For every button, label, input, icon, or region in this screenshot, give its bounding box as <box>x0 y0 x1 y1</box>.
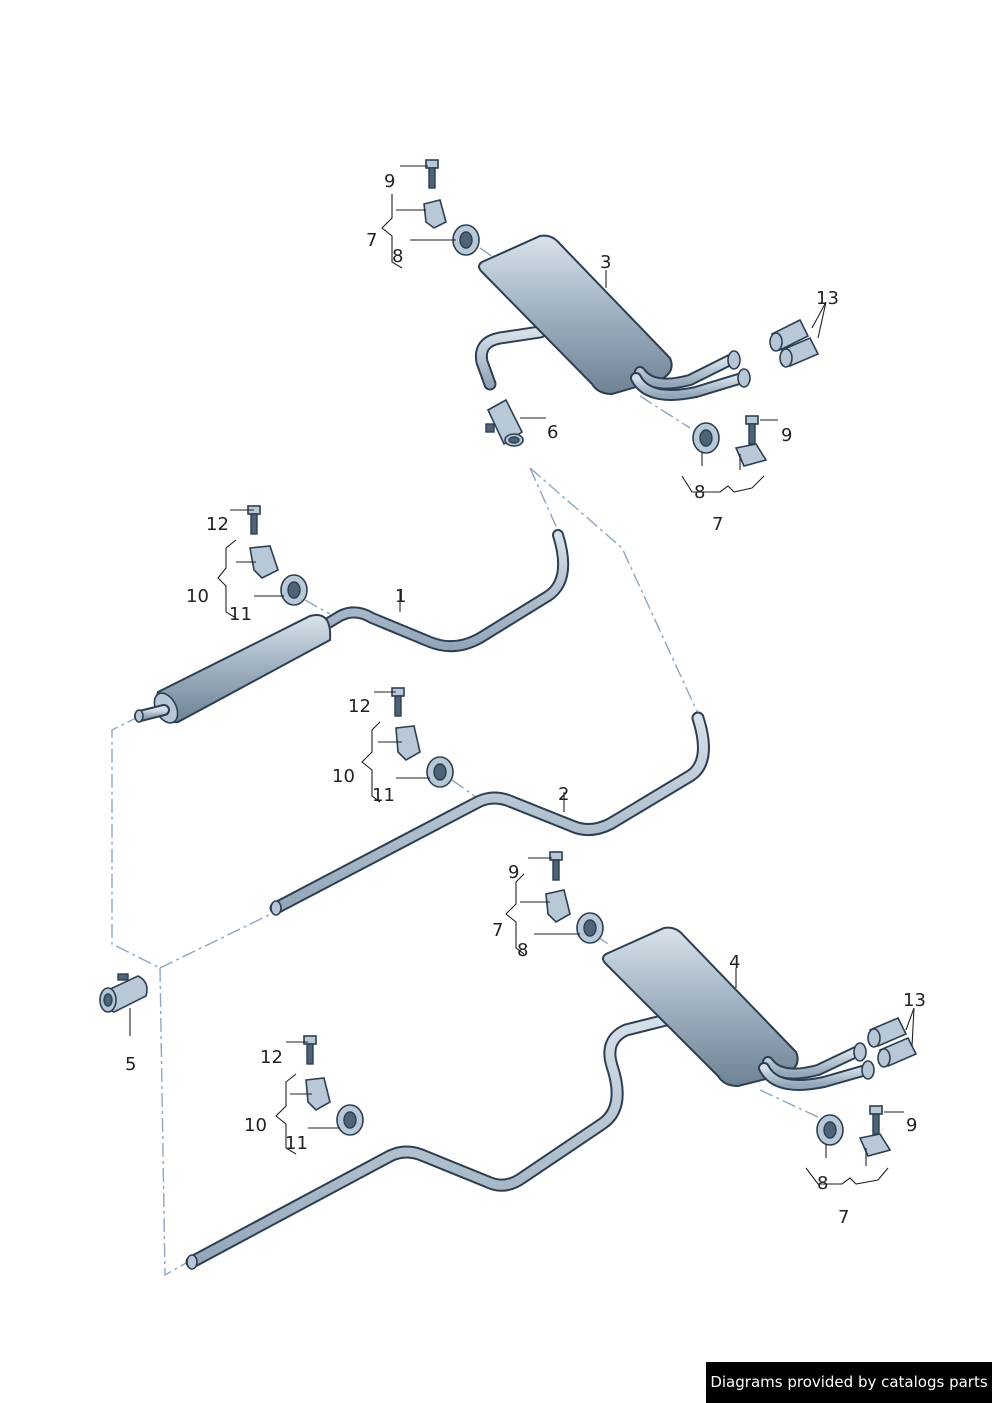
lower-rear-silencer <box>185 926 875 1270</box>
label-7-upper-right: 7 <box>712 514 723 535</box>
label-8-lower-right: 8 <box>817 1173 828 1194</box>
label-8-top: 8 <box>392 246 403 267</box>
label-4: 4 <box>729 952 740 973</box>
label-9-lower: 9 <box>508 862 519 883</box>
label-5: 5 <box>125 1054 136 1075</box>
bolts <box>247 159 883 1135</box>
assembly-lines <box>111 247 821 1277</box>
label-12-middle: 12 <box>348 696 371 717</box>
rubber-mounts <box>280 224 844 1146</box>
label-11-middle: 11 <box>372 785 395 806</box>
label-7-lower-right: 7 <box>838 1207 849 1228</box>
label-8-lower: 8 <box>517 940 528 961</box>
diagram-credit-banner: Diagrams provided by catalogs parts <box>706 1362 992 1403</box>
label-7-lower: 7 <box>492 920 503 941</box>
label-9-lower-right: 9 <box>906 1115 917 1136</box>
label-10-rear: 10 <box>244 1115 267 1136</box>
upper-rear-silencer <box>474 234 751 401</box>
label-10-front: 10 <box>186 586 209 607</box>
label-10-middle: 10 <box>332 766 355 787</box>
label-12-rear: 12 <box>260 1047 283 1068</box>
label-7-top: 7 <box>366 230 377 251</box>
label-2: 2 <box>558 784 569 805</box>
label-11-rear: 11 <box>285 1133 308 1154</box>
label-12-front: 12 <box>206 514 229 535</box>
clamp-6 <box>485 398 524 447</box>
label-8-upper-right: 8 <box>694 482 705 503</box>
tailpipe-trims <box>769 318 918 1068</box>
label-13-lower: 13 <box>903 990 926 1011</box>
label-11-front: 11 <box>229 604 252 625</box>
label-9-top: 9 <box>384 171 395 192</box>
clamp-5 <box>99 973 148 1013</box>
middle-pipe <box>269 711 710 916</box>
front-pipe-with-muffler <box>134 529 570 724</box>
label-6: 6 <box>547 422 558 443</box>
label-1: 1 <box>395 586 406 607</box>
mounting-brackets <box>249 199 892 1157</box>
label-9-upper-right: 9 <box>781 425 792 446</box>
leader-lines <box>129 165 915 1185</box>
label-13-top: 13 <box>816 288 839 309</box>
part-labels: 9 7 8 3 13 6 9 8 7 12 10 11 1 12 10 11 2… <box>125 171 926 1228</box>
label-3: 3 <box>600 252 611 273</box>
